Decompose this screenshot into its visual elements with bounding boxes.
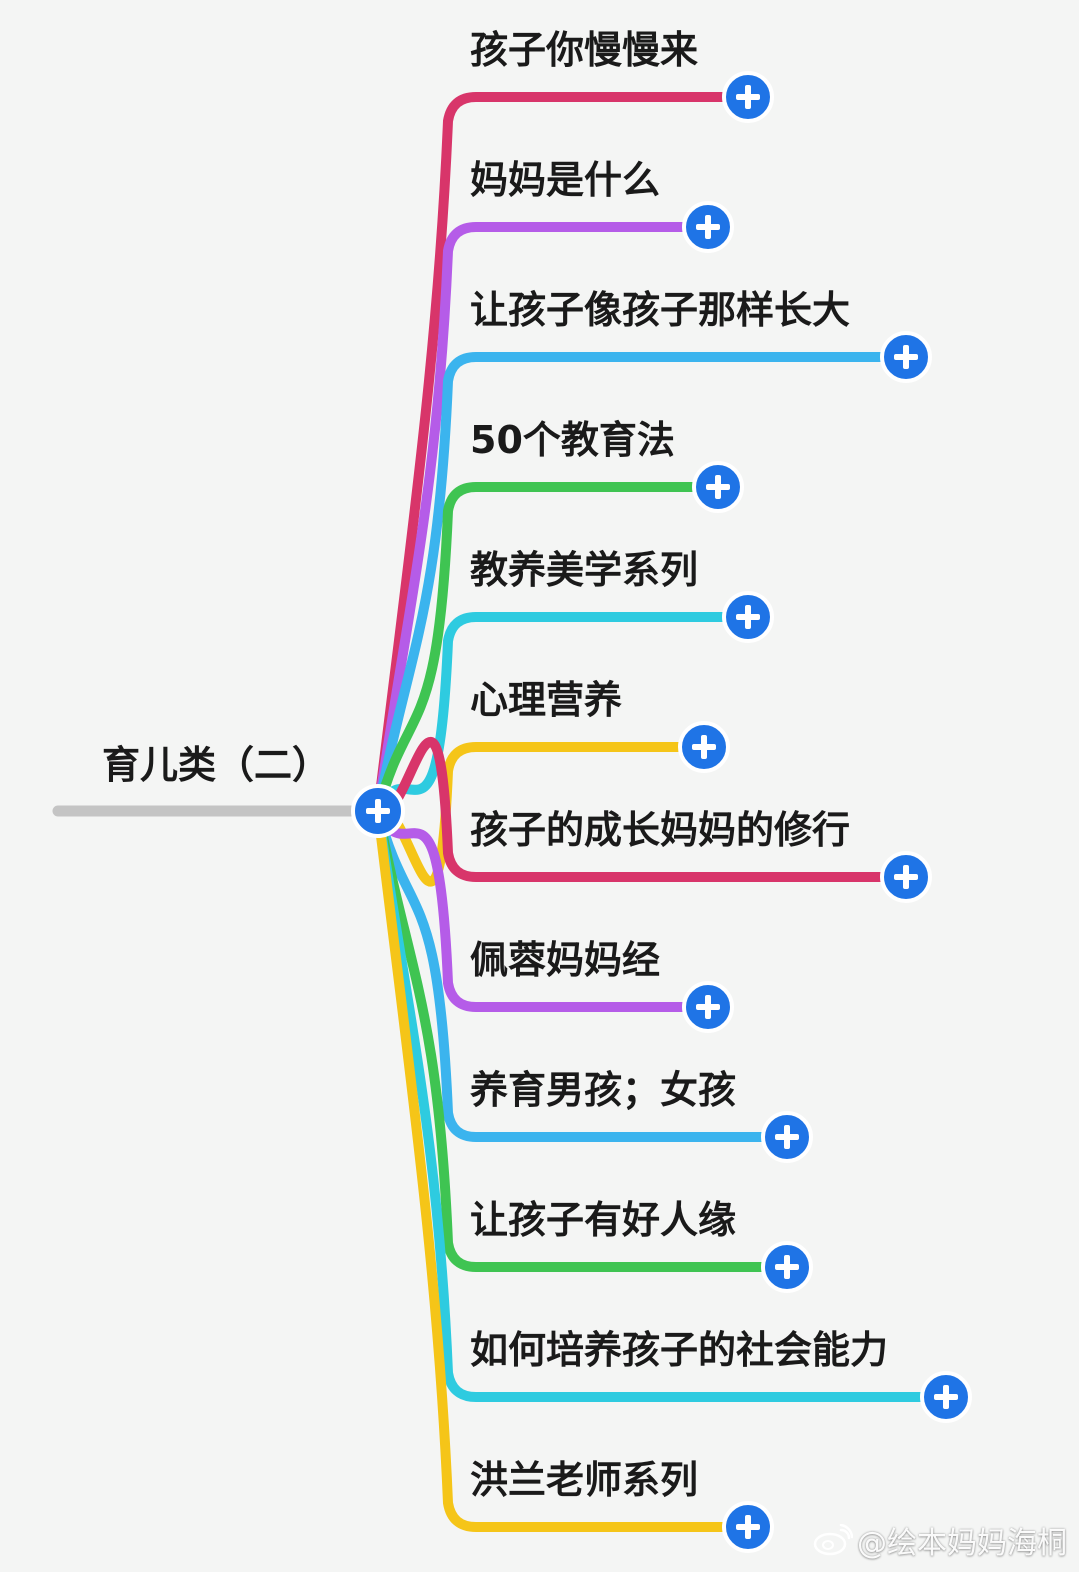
branch-expand-button[interactable] (682, 201, 734, 253)
root-expand-button[interactable] (351, 784, 405, 838)
branch-expand-button[interactable] (761, 1241, 813, 1293)
plus-vertical (705, 215, 711, 239)
branch-label: 让孩子有好人缘 (470, 1198, 737, 1242)
branch-line (373, 806, 713, 1012)
branch-nodes (678, 71, 972, 1553)
root-node-label: 育儿类（二） (102, 743, 331, 787)
branch-label: 洪兰老师系列 (470, 1458, 699, 1502)
branch-label: 教养美学系列 (470, 548, 699, 592)
plus-vertical (784, 1125, 790, 1149)
branch-expand-button[interactable] (880, 331, 932, 383)
branch-line (373, 806, 792, 1142)
plus-vertical (903, 345, 909, 369)
plus-vertical (715, 475, 721, 499)
plus-vertical (903, 865, 909, 889)
branch-label: 妈妈是什么 (470, 158, 661, 202)
branch-line (373, 806, 792, 1272)
branch-label: 如何培养孩子的社会能力 (470, 1328, 889, 1372)
branch-label: 孩子你慢慢来 (470, 28, 699, 72)
branch-label: 让孩子像孩子那样长大 (470, 288, 851, 332)
branch-expand-button[interactable] (920, 1371, 972, 1423)
watermark: @绘本妈妈海桐 (813, 1518, 1067, 1562)
branch-label: 50个教育法 (470, 418, 675, 462)
plus-vertical (943, 1385, 949, 1409)
branch-label: 佩蓉妈妈经 (470, 938, 661, 982)
branch-expand-button[interactable] (682, 981, 734, 1033)
weibo-icon (813, 1524, 853, 1556)
branch-expand-button[interactable] (722, 591, 774, 643)
plus-vertical (705, 995, 711, 1019)
plus-vertical (745, 85, 751, 109)
branch-expand-button[interactable] (692, 461, 744, 513)
branch-line (373, 222, 713, 816)
plus-vertical (745, 605, 751, 629)
branch-expand-button[interactable] (761, 1111, 813, 1163)
branch-label: 孩子的成长妈妈的修行 (470, 808, 851, 852)
branch-label: 养育男孩；女孩 (470, 1068, 737, 1112)
branch-label: 心理营养 (470, 678, 623, 722)
branch-line (373, 92, 753, 816)
branch-line (373, 806, 753, 1532)
plus-vertical (745, 1515, 751, 1539)
plus-vertical (784, 1255, 790, 1279)
plus-vertical (701, 735, 707, 759)
branch-expand-button[interactable] (880, 851, 932, 903)
branch-lines (373, 92, 951, 1532)
branch-line (373, 482, 723, 816)
branch-expand-button[interactable] (722, 71, 774, 123)
watermark-text: @绘本妈妈海桐 (857, 1526, 1067, 1561)
branch-line (373, 352, 911, 816)
branch-expand-button[interactable] (722, 1501, 774, 1553)
branch-expand-button[interactable] (678, 721, 730, 773)
